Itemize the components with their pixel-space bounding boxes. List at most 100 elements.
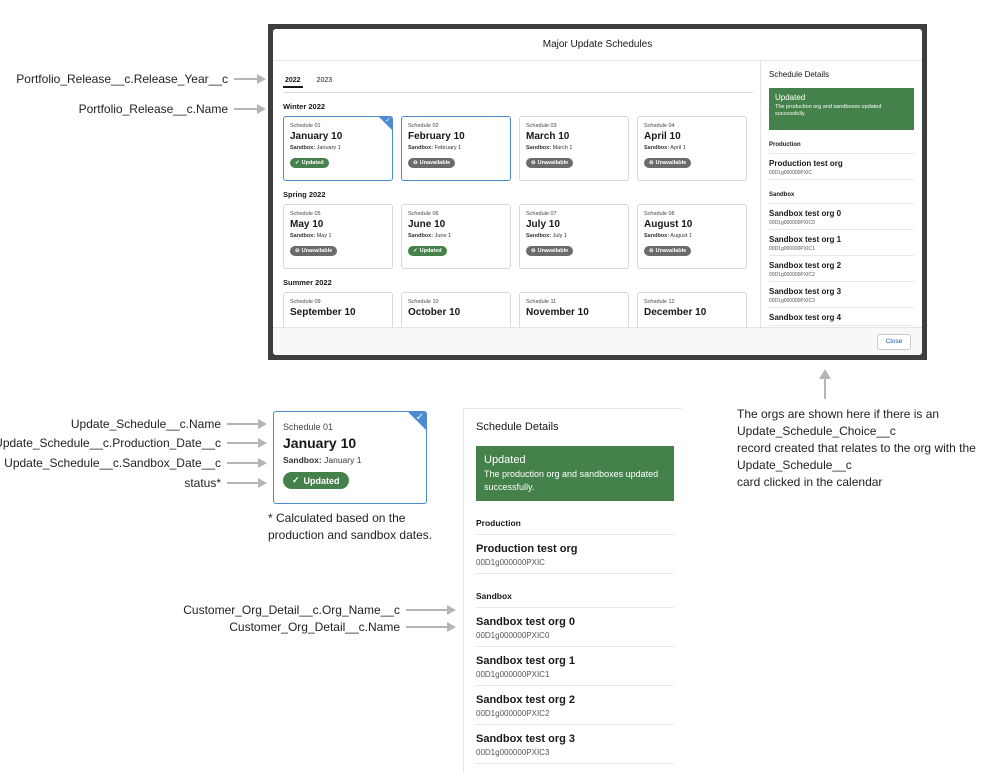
org-name: Sandbox test org 4 bbox=[476, 772, 674, 773]
release-title: Spring 2022 bbox=[283, 190, 326, 199]
sandbox-heading: Sandbox bbox=[769, 192, 914, 204]
org-item: Production test org 00D1g000000PXIC bbox=[769, 154, 914, 180]
arrow-right-icon bbox=[234, 74, 266, 84]
status-text: Updated bbox=[419, 248, 442, 254]
arrow-right-icon bbox=[227, 419, 267, 429]
tab-2022[interactable]: 2022 bbox=[283, 77, 303, 88]
status-footnote: * Calculated based on the production and… bbox=[268, 510, 432, 544]
arrow-right-icon bbox=[406, 605, 456, 615]
status-badge: ✓Updated bbox=[290, 158, 329, 168]
org-id: 00D1g000000PXIC0 bbox=[769, 220, 815, 226]
schedule-details-panel[interactable]: Schedule Details Updated The production … bbox=[760, 61, 922, 327]
org-name: Production test org bbox=[476, 543, 578, 555]
sandbox-date: January 1 bbox=[324, 455, 362, 465]
org-id: 00D1g000000PXIC bbox=[769, 170, 813, 176]
schedule-card[interactable]: Schedule 10 October 10 bbox=[401, 292, 511, 327]
footnote-line: production and sandbox dates. bbox=[268, 528, 433, 542]
schedule-name: Schedule 08 bbox=[644, 211, 675, 217]
annotation-org-name: Customer_Org_Detail__c.Org_Name__c bbox=[183, 603, 456, 617]
schedule-card[interactable]: Schedule 06 June 10 Sandbox: June 1 ✓Upd… bbox=[401, 204, 511, 269]
sandbox-date: February 1 bbox=[434, 145, 462, 151]
modal-footer: Close bbox=[273, 327, 922, 355]
annotation-release-name: Portfolio_Release__c.Name bbox=[79, 102, 266, 116]
toast-title: Updated bbox=[775, 93, 806, 102]
arrow-right-icon bbox=[227, 438, 267, 448]
schedule-card[interactable]: Schedule 07 July 10 Sandbox: July 1 ⊖Una… bbox=[519, 204, 629, 269]
note-line: The orgs are shown here if there is an bbox=[737, 407, 940, 421]
success-toast: Updated The production org and sandboxes… bbox=[769, 88, 914, 130]
annotation-text: Portfolio_Release__c.Name bbox=[78, 102, 228, 116]
selected-corner bbox=[379, 117, 392, 130]
schedule-name: Schedule 10 bbox=[408, 299, 439, 305]
sandbox-date: July 1 bbox=[552, 233, 567, 239]
org-name: Sandbox test org 1 bbox=[476, 655, 576, 667]
schedule-card[interactable]: Schedule 12 December 10 bbox=[637, 292, 747, 327]
status-text: Unavailable bbox=[419, 160, 451, 166]
annotation-text: Update_Schedule__c.Name bbox=[70, 417, 221, 431]
org-name: Sandbox test org 1 bbox=[769, 235, 842, 244]
schedule-card[interactable]: Schedule 02 February 10 Sandbox: Februar… bbox=[401, 116, 511, 181]
schedule-name: Schedule 07 bbox=[526, 211, 557, 217]
sandbox-label: Sandbox: bbox=[290, 145, 316, 151]
status-badge: ⊖Unavailable bbox=[644, 158, 692, 168]
status-text: Unavailable bbox=[537, 160, 569, 166]
schedule-name: Schedule 01 bbox=[283, 422, 334, 432]
org-id: 00D1g000000PXIC2 bbox=[769, 272, 815, 278]
check-icon: ✓ bbox=[292, 475, 300, 485]
sandbox-date: June 1 bbox=[434, 233, 452, 239]
schedule-card[interactable]: ✓ Schedule 01 January 10 Sandbox: Januar… bbox=[283, 116, 393, 181]
close-button[interactable]: Close bbox=[877, 334, 911, 350]
schedule-card[interactable]: Schedule 11 November 10 bbox=[519, 292, 629, 327]
status-badge: ⊖Unavailable bbox=[526, 158, 574, 168]
sandbox-date-line: Sandbox: March 1 bbox=[526, 145, 622, 151]
status-text: Unavailable bbox=[655, 248, 687, 254]
org-name: Sandbox test org 2 bbox=[476, 694, 576, 706]
production-date: April 10 bbox=[644, 131, 681, 142]
schedule-card[interactable]: Schedule 08 August 10 Sandbox: August 1 … bbox=[637, 204, 747, 269]
schedule-card[interactable]: Schedule 03 March 10 Sandbox: March 1 ⊖U… bbox=[519, 116, 629, 181]
production-date: August 10 bbox=[644, 219, 693, 230]
check-icon: ✓ bbox=[385, 117, 391, 124]
schedule-card[interactable]: Schedule 05 May 10 Sandbox: May 1 ⊖Unava… bbox=[283, 204, 393, 269]
sandbox-date-line: Sandbox: February 1 bbox=[408, 145, 504, 151]
schedule-name: Schedule 12 bbox=[644, 299, 675, 305]
org-item: Sandbox test org 4 bbox=[769, 308, 914, 326]
minus-circle-icon: ⊖ bbox=[295, 248, 300, 254]
sandbox-label: Sandbox: bbox=[290, 233, 316, 239]
schedule-details-zoomed: Schedule Details Updated The production … bbox=[463, 408, 682, 773]
sandbox-date: August 1 bbox=[670, 233, 693, 239]
release-title: Winter 2022 bbox=[283, 102, 326, 111]
production-date: June 10 bbox=[408, 219, 446, 230]
production-date: September 10 bbox=[290, 307, 356, 318]
note-line: Update_Schedule__c bbox=[737, 458, 852, 472]
production-heading: Production bbox=[769, 142, 914, 154]
schedule-name: Schedule 09 bbox=[290, 299, 321, 305]
status-text: Unavailable bbox=[301, 248, 333, 254]
schedule-card[interactable]: Schedule 04 April 10 Sandbox: April 1 ⊖U… bbox=[637, 116, 747, 181]
sandbox-date-line: Sandbox: June 1 bbox=[408, 233, 504, 239]
production-heading: Production bbox=[476, 518, 674, 535]
annotation-text: Customer_Org_Detail__c.Org_Name__c bbox=[183, 603, 400, 617]
production-date: May 10 bbox=[290, 219, 324, 230]
production-date: December 10 bbox=[644, 307, 707, 318]
details-title: Schedule Details bbox=[476, 421, 559, 433]
sandbox-date-line: Sandbox: January 1 bbox=[283, 455, 417, 465]
tab-2023[interactable]: 2023 bbox=[316, 77, 333, 84]
annotation-text: Update_Schedule__c.Production_Date__c bbox=[0, 436, 221, 450]
annotation-text: Update_Schedule__c.Sandbox_Date__c bbox=[4, 456, 221, 470]
sandbox-label: Sandbox: bbox=[644, 145, 670, 151]
selected-corner bbox=[408, 412, 426, 430]
note-line: Update_Schedule_Choice__c bbox=[737, 424, 896, 438]
production-date: January 10 bbox=[290, 131, 343, 142]
org-id: 00D1g000000PXIC1 bbox=[476, 670, 550, 679]
schedule-card[interactable]: Schedule 09 September 10 bbox=[283, 292, 393, 327]
check-icon: ✓ bbox=[295, 160, 300, 166]
minus-circle-icon: ⊖ bbox=[649, 160, 654, 166]
schedule-card-zoomed[interactable]: ✓ Schedule 01 January 10 Sandbox: Januar… bbox=[273, 411, 427, 504]
sandbox-date: April 1 bbox=[670, 145, 686, 151]
minus-circle-icon: ⊖ bbox=[531, 248, 536, 254]
